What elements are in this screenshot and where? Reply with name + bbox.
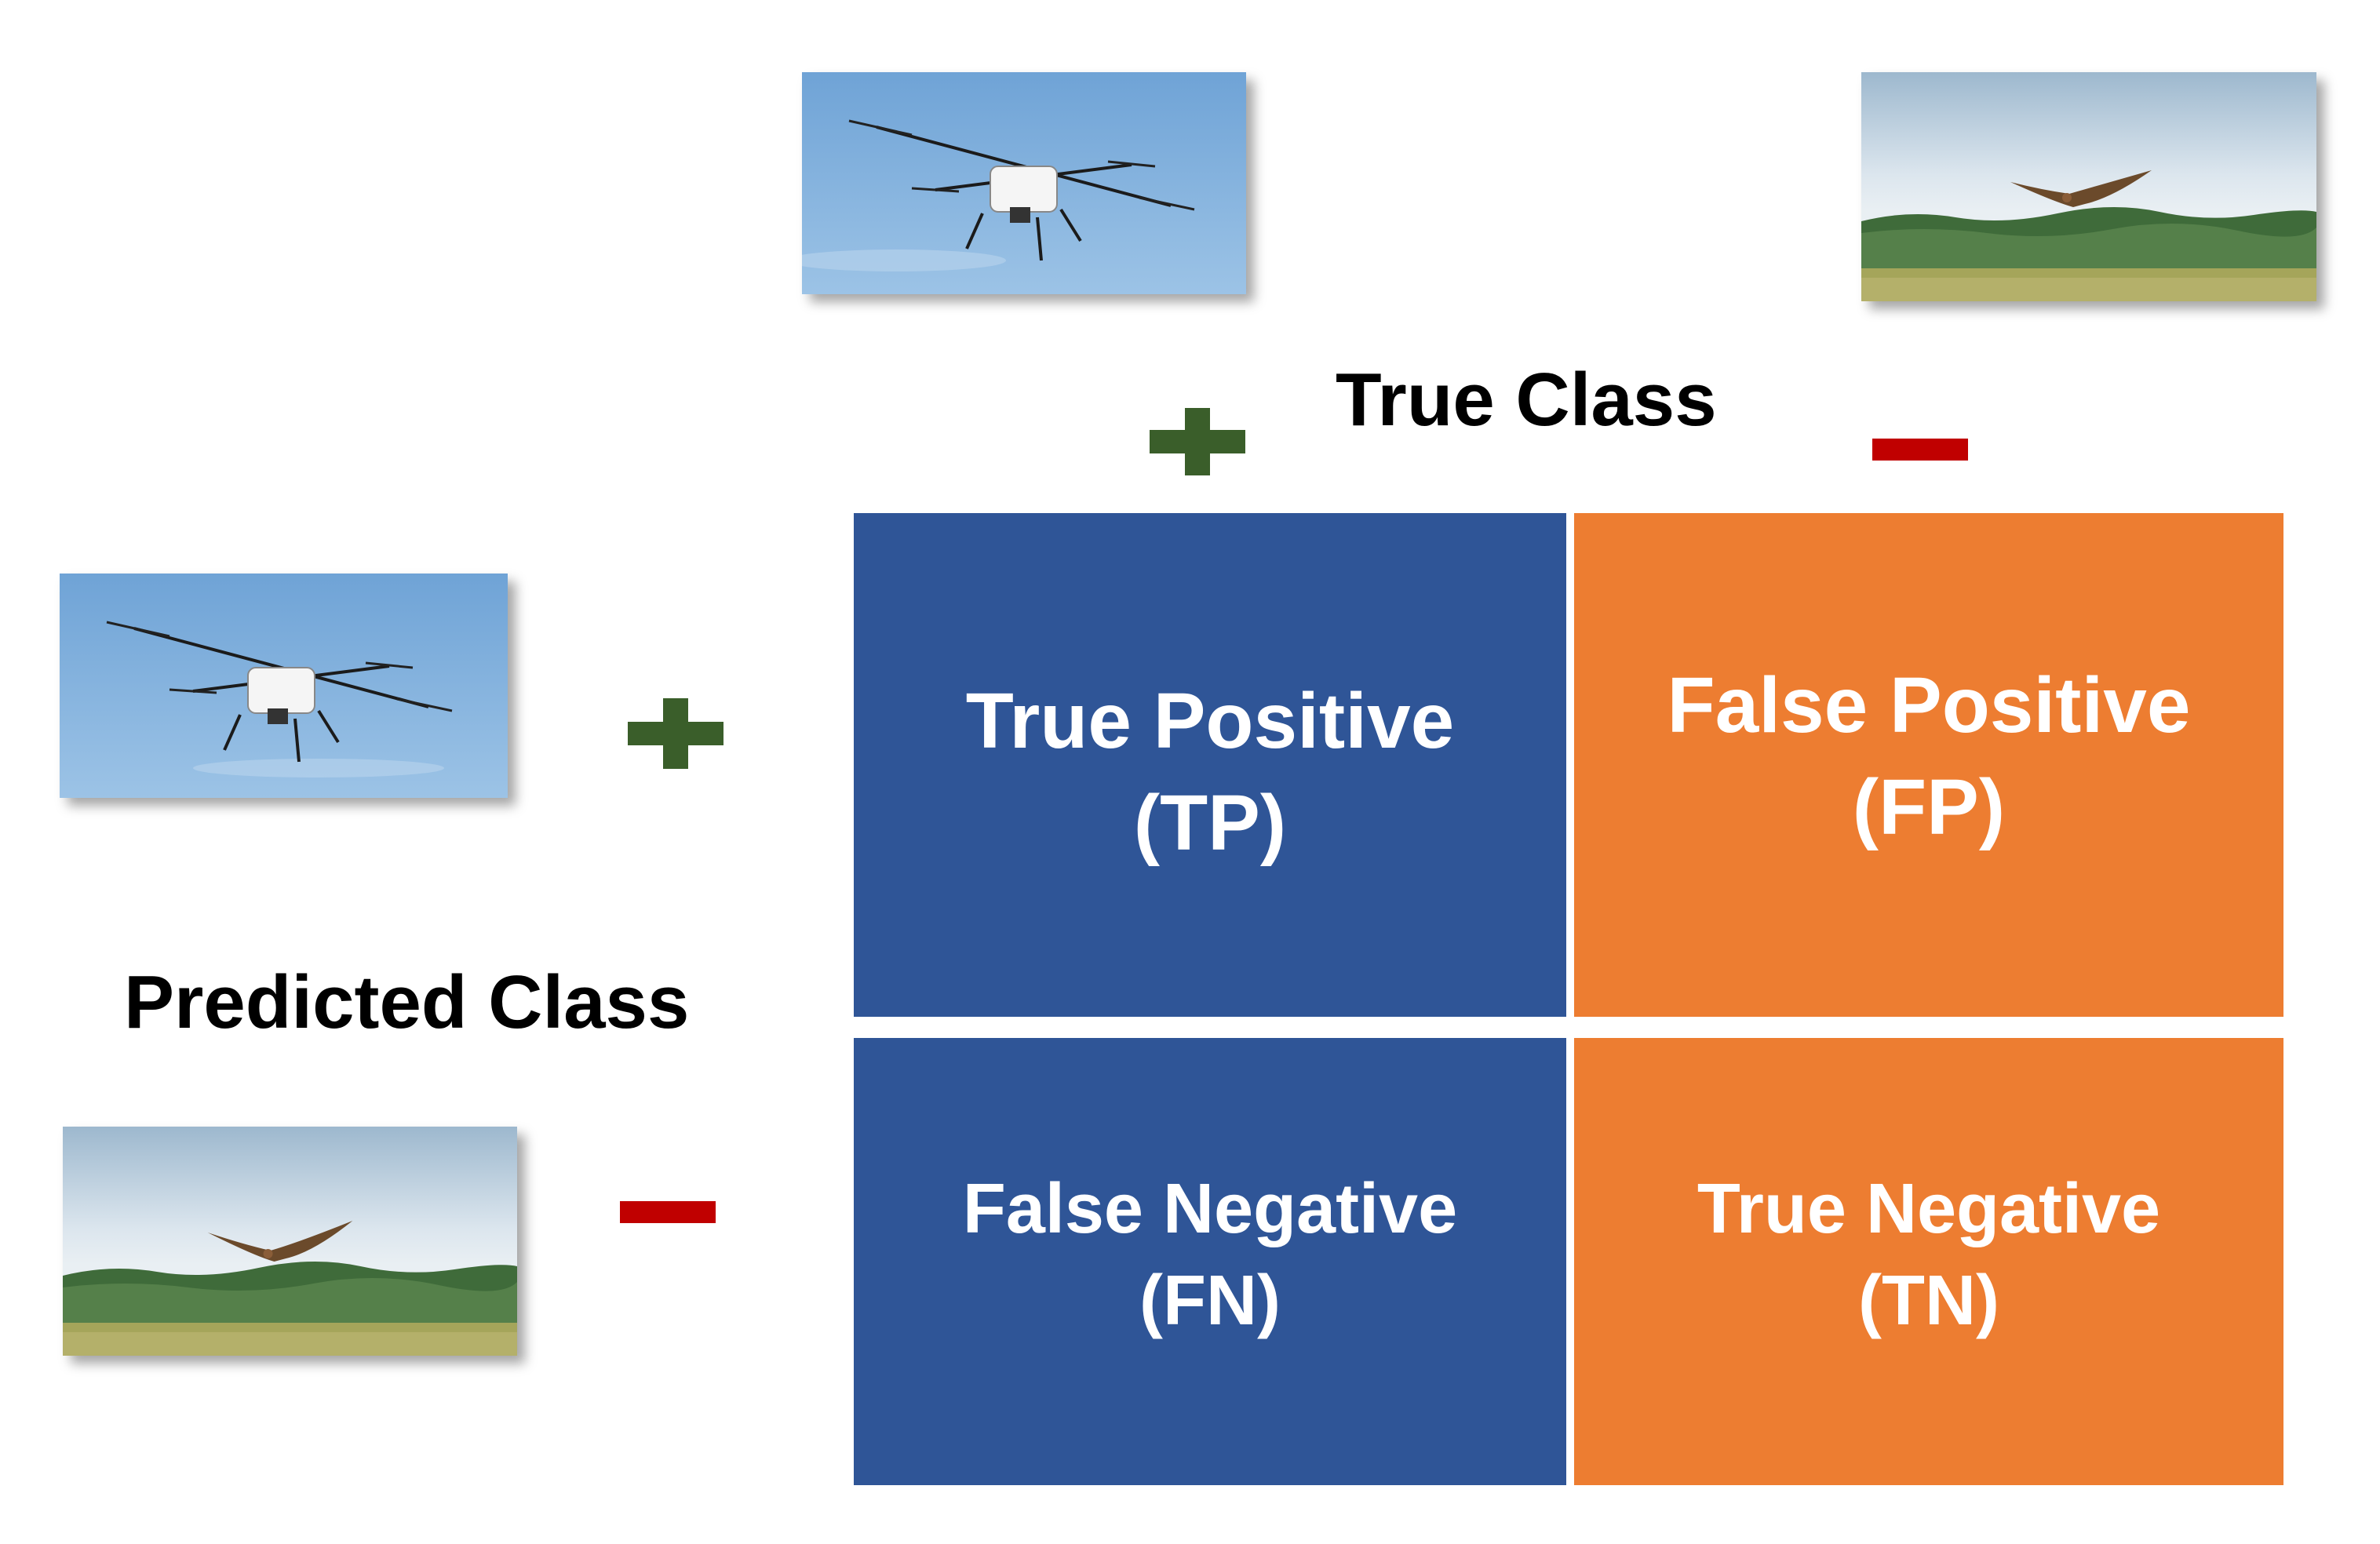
true-class-label: True Class (1336, 358, 1717, 442)
cell-false-negative: False Negative (FN) (854, 1038, 1566, 1485)
bird-photo (1861, 72, 2316, 301)
cell-false-positive: False Positive (FP) (1574, 513, 2283, 1017)
cell-abbrev: (FP) (1852, 763, 2006, 851)
minus-icon (1872, 439, 1968, 461)
drone-photo-top (802, 72, 1246, 294)
bird-photo-top (1861, 72, 2316, 301)
minus-icon (620, 1201, 716, 1223)
cell-title: False Negative (962, 1170, 1458, 1248)
cell-title: True Positive (965, 677, 1455, 765)
cell-true-negative: True Negative (TN) (1574, 1038, 2283, 1485)
cell-title: True Negative (1697, 1170, 2161, 1248)
drone-photo-left (60, 574, 508, 798)
predicted-class-label: Predicted Class (124, 960, 690, 1044)
bird-photo-left (63, 1127, 517, 1356)
drone-photo (802, 72, 1246, 294)
cell-abbrev: (TP) (1133, 779, 1287, 867)
cell-title: False Positive (1667, 661, 2191, 749)
drone-photo (60, 574, 508, 798)
plus-icon (1150, 408, 1245, 475)
cell-abbrev: (FN) (1139, 1262, 1281, 1340)
plus-icon (628, 698, 723, 769)
cell-true-positive: True Positive (TP) (854, 513, 1566, 1017)
bird-photo (63, 1127, 517, 1356)
cell-abbrev: (TN) (1858, 1262, 1999, 1340)
